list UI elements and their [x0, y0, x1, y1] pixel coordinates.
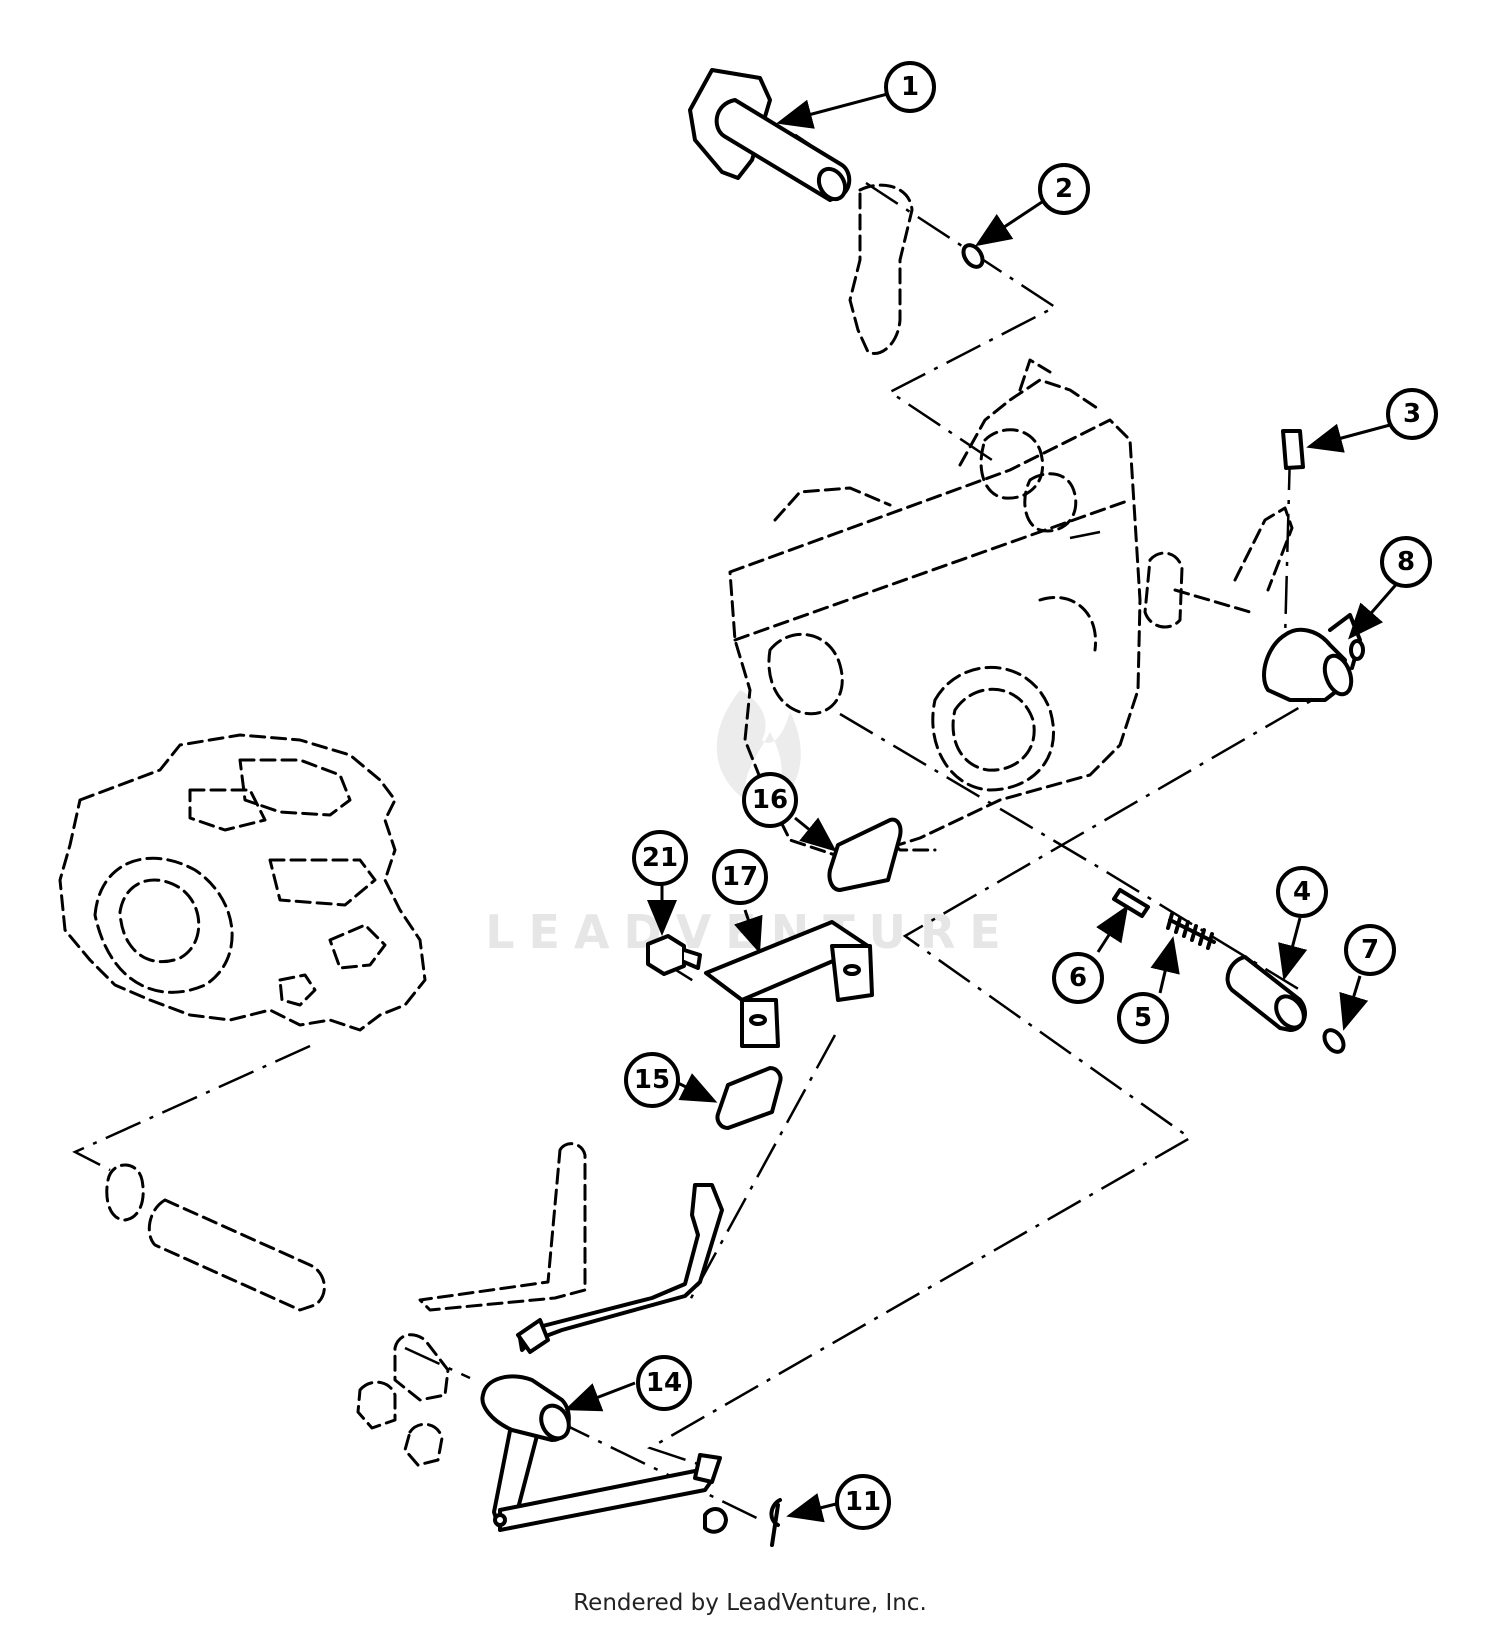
part-17-bracket — [704, 920, 874, 1048]
guide-lines — [72, 181, 1353, 1524]
watermark-text: LEADVENTURE — [485, 905, 1015, 959]
callout-7: 7 — [1344, 924, 1396, 976]
part-3-pin — [1281, 429, 1305, 470]
leader-lines — [564, 90, 1402, 1523]
render-credit: Rendered by LeadVenture, Inc. — [573, 1590, 927, 1616]
callout-3: 3 — [1386, 388, 1438, 440]
callout-17: 17 — [712, 849, 768, 905]
callout-6-label: 6 — [1069, 963, 1087, 993]
callout-16: 16 — [742, 772, 798, 828]
part-15-pad — [715, 1066, 783, 1130]
callout-6: 6 — [1052, 952, 1104, 1004]
callout-21: 21 — [632, 830, 688, 886]
callout-5: 5 — [1117, 992, 1169, 1044]
callout-4-label: 4 — [1293, 877, 1311, 907]
callout-14-label: 14 — [646, 1368, 682, 1398]
part-14-pedal-lever — [480, 1183, 724, 1532]
callout-1: 1 — [884, 61, 936, 113]
part-1-shaft — [688, 68, 852, 202]
callout-15: 15 — [624, 1052, 680, 1108]
callout-8-label: 8 — [1397, 547, 1415, 577]
callout-5-label: 5 — [1134, 1003, 1152, 1033]
e-clip — [703, 1507, 728, 1534]
callout-16-label: 16 — [752, 785, 788, 815]
callout-3-label: 3 — [1403, 399, 1421, 429]
part-16-pad — [827, 817, 903, 892]
callout-11-label: 11 — [845, 1487, 881, 1517]
part-11-cotter-pin — [769, 1498, 782, 1547]
watermark: LEADVENTURE — [485, 690, 1015, 959]
part-5-spring — [1166, 912, 1216, 950]
callout-21-label: 21 — [642, 843, 678, 873]
shift-arm-outline — [848, 183, 914, 355]
callout-7-label: 7 — [1361, 935, 1379, 965]
callout-1-label: 1 — [901, 72, 919, 102]
callout-4: 4 — [1276, 866, 1328, 918]
transmission-housing-outline — [728, 358, 1294, 862]
callout-8: 8 — [1380, 536, 1432, 588]
part-4-sleeve — [1225, 955, 1307, 1032]
axle-linkage-outline — [105, 1142, 587, 1467]
part-7-o-ring — [1322, 1028, 1346, 1054]
callout-14: 14 — [636, 1355, 692, 1411]
part-6-pin — [1112, 888, 1150, 918]
callout-2: 2 — [1038, 163, 1090, 215]
engine-outline — [58, 733, 427, 1032]
callout-15-label: 15 — [634, 1065, 670, 1095]
part-8-bushing — [1262, 613, 1365, 702]
callout-2-label: 2 — [1055, 174, 1073, 204]
part-21-bolt — [646, 934, 702, 976]
callout-17-label: 17 — [722, 862, 758, 892]
callout-11: 11 — [835, 1474, 891, 1530]
part-2-o-ring — [961, 243, 985, 269]
